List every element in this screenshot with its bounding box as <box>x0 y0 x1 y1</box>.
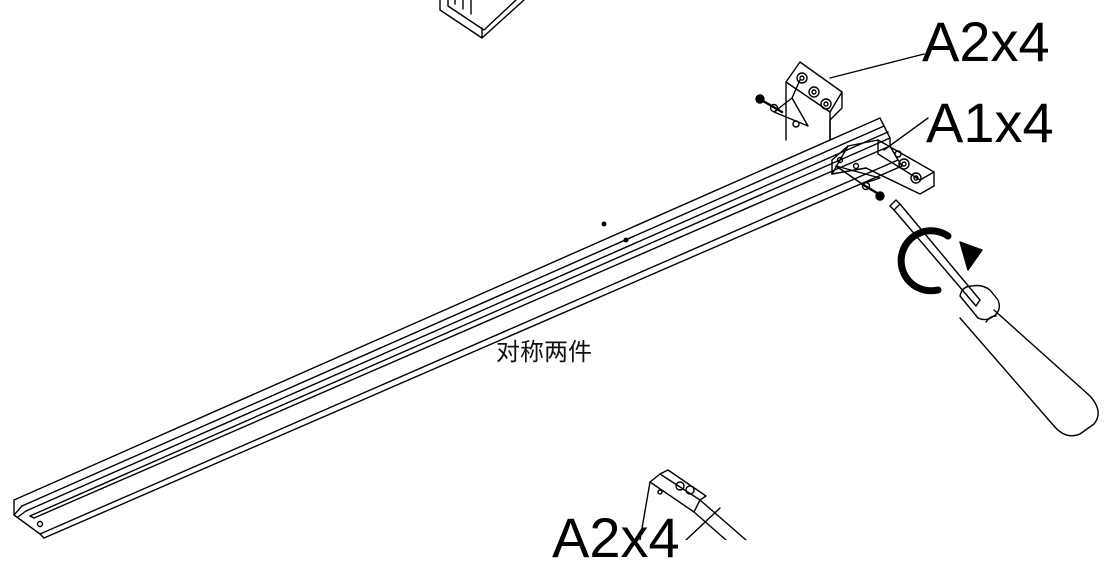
symmetric-note: 对称两件 <box>496 338 592 366</box>
assembly-diagram <box>13 0 1099 540</box>
callout-a1: A1x4 <box>926 91 1054 154</box>
bolt-upper-left <box>755 94 784 114</box>
top-partial-part <box>439 0 525 39</box>
bracket-a1 <box>831 139 935 195</box>
channel-rail <box>13 117 903 539</box>
rotate-clockwise-icon <box>897 227 983 295</box>
bolt-lower <box>835 165 885 201</box>
bottom-partial-part <box>639 469 747 540</box>
bracket-a2-upper <box>773 61 843 141</box>
callout-a2-top: A2x4 <box>922 10 1050 73</box>
leader-a1 <box>883 117 929 151</box>
leader-a2-top <box>829 53 925 79</box>
screwdriver-icon <box>889 199 1099 437</box>
callout-a2-bottom: A2x4 <box>552 506 680 569</box>
